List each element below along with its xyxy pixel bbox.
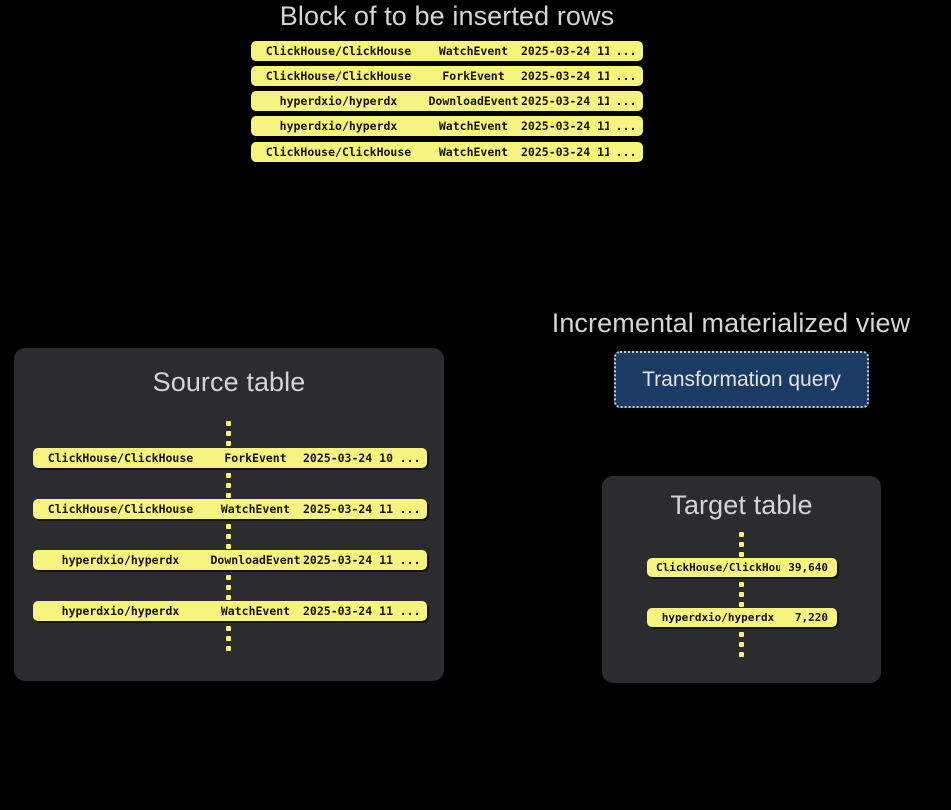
row-repo: ClickHouse/ClickHouse <box>656 561 780 574</box>
block-row: ClickHouse/ClickHouse WatchEvent 2025-03… <box>251 142 643 162</box>
row-repo: hyperdxio/hyperdx <box>661 611 775 624</box>
target-table-title: Target table <box>670 490 813 520</box>
block-title: Block of to be inserted rows <box>279 1 615 31</box>
source-table-row: ClickHouse/ClickHouse ForkEvent 2025-03-… <box>33 448 427 468</box>
row-repo: hyperdxio/hyperdx <box>279 94 398 108</box>
row-event: WatchEvent <box>438 44 509 58</box>
row-event: WatchEvent <box>438 145 509 159</box>
row-timestamp: 2025-03-24 11:32:54 <box>303 502 393 516</box>
source-dots-group <box>226 473 231 498</box>
row-repo: hyperdxio/hyperdx <box>61 604 180 618</box>
row-timestamp: 2025-03-24 11:28:32 <box>303 604 393 618</box>
row-ellipsis: ... <box>615 94 637 108</box>
row-repo: hyperdxio/hyperdx <box>279 119 398 133</box>
source-table-row: hyperdxio/hyperdx DownloadEvent 2025-03-… <box>33 550 427 570</box>
row-count: 7,220 <box>794 611 828 624</box>
row-ellipsis: ... <box>615 145 637 159</box>
source-table-row: ClickHouse/ClickHouse WatchEvent 2025-03… <box>33 499 427 519</box>
row-timestamp: 2025-03-24 11:35:48 <box>521 94 609 108</box>
target-dots-group <box>739 532 744 557</box>
row-ellipsis: ... <box>399 502 421 516</box>
block-row: ClickHouse/ClickHouse WatchEvent 2025-03… <box>251 41 643 61</box>
transformation-query-box[interactable]: Transformation query <box>614 351 869 408</box>
source-table-panel: Source table ClickHouse/ClickHouse ForkE… <box>14 348 444 681</box>
row-timestamp: 2025-03-24 11:20:12 <box>303 553 393 567</box>
row-repo: hyperdxio/hyperdx <box>61 553 180 567</box>
row-repo: ClickHouse/ClickHouse <box>265 145 412 159</box>
row-event: DownloadEvent <box>428 94 519 108</box>
row-timestamp: 2025-03-24 11:35:54 <box>521 145 609 159</box>
source-dots-group <box>226 421 231 446</box>
source-table-title: Source table <box>152 367 306 397</box>
row-timestamp: 2025-03-24 11:35:52 <box>521 119 609 133</box>
row-event: WatchEvent <box>220 604 291 618</box>
target-dots-group <box>739 632 744 657</box>
target-dots-group <box>739 582 744 607</box>
row-event: DownloadEvent <box>210 553 301 567</box>
row-repo: ClickHouse/ClickHouse <box>47 502 194 516</box>
row-count: 39,640 <box>788 561 828 574</box>
row-event: ForkEvent <box>224 451 287 465</box>
row-event: WatchEvent <box>438 119 509 133</box>
row-ellipsis: ... <box>615 44 637 58</box>
source-dots-group <box>226 575 231 600</box>
block-row: hyperdxio/hyperdx DownloadEvent 2025-03-… <box>251 91 643 111</box>
source-dots-group <box>226 524 231 549</box>
target-table-panel: Target table ClickHouse/ClickHouse 39,64… <box>602 476 881 683</box>
source-table-row: hyperdxio/hyperdx WatchEvent 2025-03-24 … <box>33 601 427 621</box>
materialized-view-title: Incremental materialized view <box>551 308 911 338</box>
target-table-row: hyperdxio/hyperdx 7,220 <box>647 608 837 627</box>
row-timestamp: 2025-03-24 11:35:40 <box>521 44 609 58</box>
row-timestamp: 2025-03-24 10:25:00 <box>303 451 393 465</box>
row-timestamp: 2025-03-24 11:35:44 <box>521 69 609 83</box>
block-row: hyperdxio/hyperdx WatchEvent 2025-03-24 … <box>251 116 643 136</box>
row-repo: ClickHouse/ClickHouse <box>265 69 412 83</box>
row-ellipsis: ... <box>399 553 421 567</box>
row-ellipsis: ... <box>615 69 637 83</box>
row-event: WatchEvent <box>220 502 291 516</box>
source-dots-group <box>226 626 231 651</box>
row-event: ForkEvent <box>442 69 505 83</box>
row-repo: ClickHouse/ClickHouse <box>47 451 194 465</box>
row-ellipsis: ... <box>399 451 421 465</box>
block-row: ClickHouse/ClickHouse ForkEvent 2025-03-… <box>251 66 643 86</box>
row-ellipsis: ... <box>399 604 421 618</box>
row-repo: ClickHouse/ClickHouse <box>265 44 412 58</box>
target-table-row: ClickHouse/ClickHouse 39,640 <box>647 558 837 577</box>
row-ellipsis: ... <box>615 119 637 133</box>
